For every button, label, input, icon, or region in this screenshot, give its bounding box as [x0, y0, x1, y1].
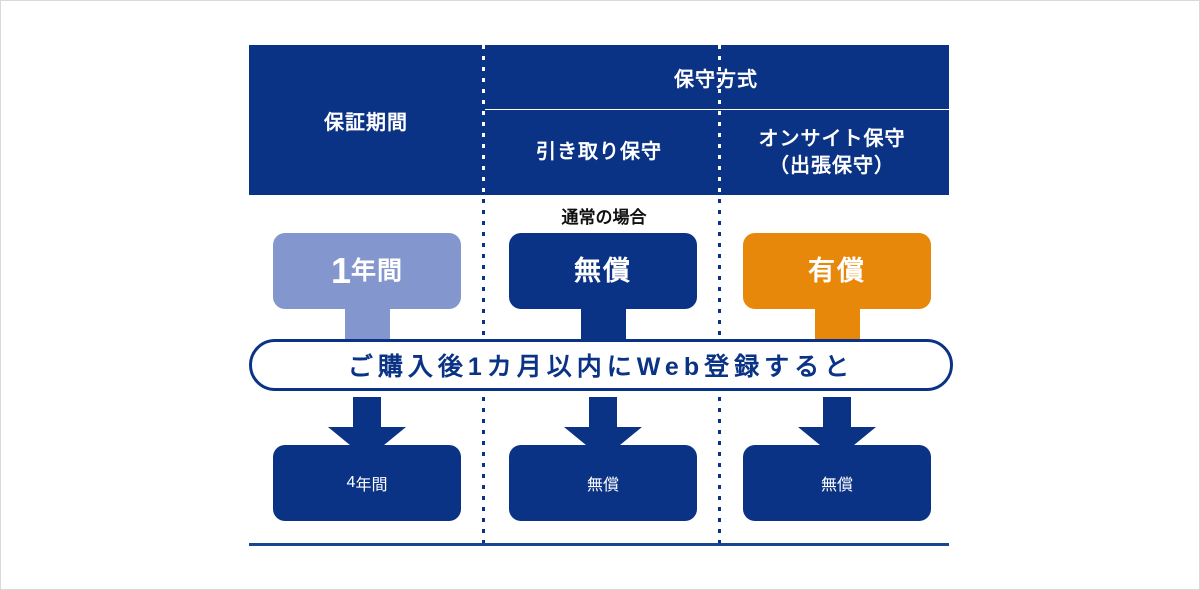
header-column-carry-in-label: 引き取り保守: [536, 141, 662, 163]
default-carry-in-value: 無償: [574, 255, 632, 286]
header-table: 保証期間 保守方式 引き取り保守 オンサイト保守 （出張保守）: [249, 45, 949, 195]
default-warranty-unit: 年間: [351, 256, 404, 285]
web-registration-banner-text: ご購入後1カ月以内にWeb登録すると: [347, 353, 855, 381]
column-separator-2: [718, 45, 721, 545]
default-warranty-cell: 1 年間: [273, 233, 461, 357]
column-separator-2-header: [718, 45, 721, 195]
registered-carry-in-box: 無償: [509, 445, 697, 521]
header-divider: [485, 109, 949, 110]
registered-warranty-number: 4: [346, 474, 356, 491]
column-separator-1-header: [482, 45, 485, 195]
column-separator-1: [482, 45, 485, 545]
default-warranty-number: 1: [330, 250, 351, 291]
default-carry-in-box: 無償: [509, 233, 697, 309]
header-column-onsite: オンサイト保守 （出張保守）: [715, 110, 949, 195]
web-registration-banner: ご購入後1カ月以内にWeb登録すると: [249, 339, 953, 391]
down-arrow-carry-in: [564, 397, 642, 459]
default-onsite-value: 有償: [808, 255, 866, 286]
header-warranty-period: 保証期間: [324, 111, 408, 134]
registered-warranty-box: 4 年間: [273, 445, 461, 521]
default-onsite-box: 有償: [743, 233, 931, 309]
note-normal-case: 通常の場合: [561, 208, 647, 227]
registered-onsite-value: 無償: [820, 477, 853, 494]
registered-onsite-box: 無償: [743, 445, 931, 521]
header-maintenance-method: 保守方式: [674, 68, 758, 91]
bottom-rule: [249, 543, 949, 546]
registered-warranty-unit: 年間: [355, 477, 388, 494]
default-carry-in-cell: 無償: [509, 233, 697, 357]
registered-carry-in-value: 無償: [586, 477, 619, 494]
default-warranty-box: 1 年間: [273, 233, 461, 309]
header-column-onsite-label-line1: オンサイト保守: [758, 127, 906, 150]
default-onsite-cell: 有償: [743, 233, 931, 357]
down-arrow-warranty: [328, 397, 406, 459]
header-column-onsite-label-line2: （出張保守）: [769, 154, 895, 177]
header-column-carry-in: 引き取り保守: [483, 110, 715, 195]
down-arrow-onsite: [798, 397, 876, 459]
